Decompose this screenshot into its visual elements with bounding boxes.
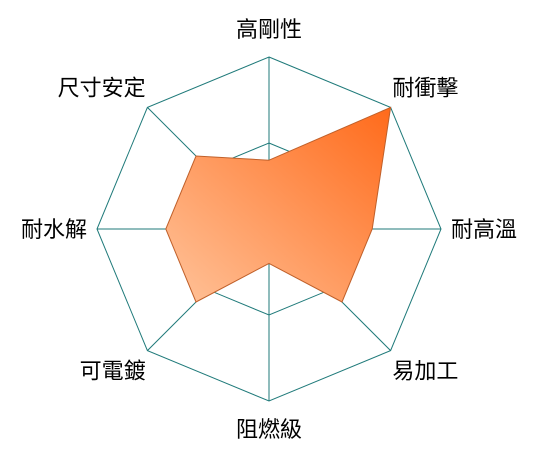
- axis-label-6: 耐水解: [21, 218, 87, 243]
- axis-label-2: 耐高溫: [451, 218, 517, 243]
- axis-label-3: 易加工: [392, 359, 458, 384]
- radar-series: [165, 106, 392, 303]
- axis-label-1: 耐衝擊: [392, 77, 458, 102]
- axis-label-5: 可電鍍: [80, 359, 146, 384]
- axis-label-4: 阻燃級: [236, 418, 302, 443]
- series-area-0: [165, 106, 392, 303]
- axis-label-0: 高剛性: [236, 18, 302, 43]
- axis-label-7: 尺寸安定: [58, 77, 146, 102]
